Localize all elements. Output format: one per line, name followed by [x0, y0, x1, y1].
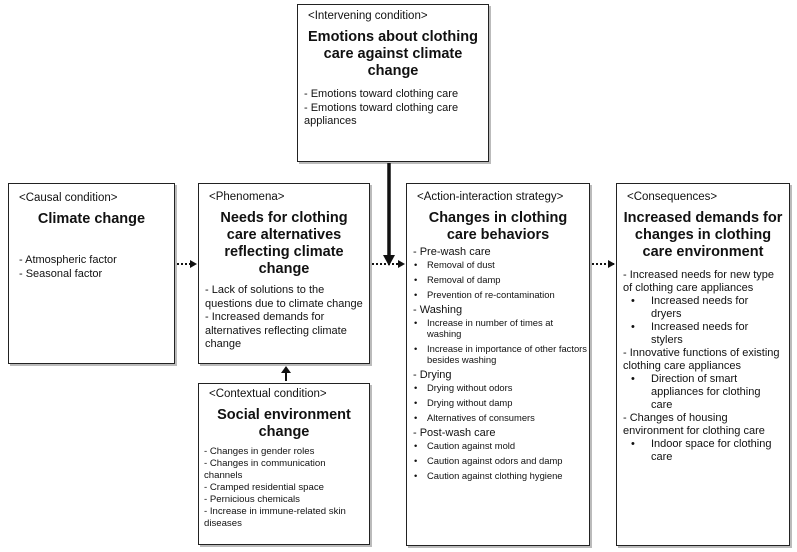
list-item: - Changes in communication channels — [204, 458, 326, 481]
category-label: <Consequences> — [627, 191, 718, 203]
list-item: - Seasonal factor — [19, 267, 103, 280]
sub-list: Increased needs for dryers Increased nee… — [623, 295, 785, 347]
arrow-intervening-head — [383, 255, 395, 266]
item-list: - Atmospheric factor - Seasonal factor — [9, 254, 174, 281]
category-label: <Causal condition> — [19, 192, 118, 204]
arrow-contextual-head — [281, 366, 291, 373]
list-item: - Innovative functions of existing cloth… — [623, 347, 785, 412]
sub-list: Increase in number of times at washing I… — [407, 317, 589, 366]
list-item: - Emotions toward clothing care — [304, 88, 459, 100]
action-interaction-strategy-box: <Action-interaction strategy> Changes in… — [406, 183, 590, 546]
box-title: Increased demands for changes in clothin… — [623, 210, 783, 260]
list-item: - Emotions toward clothing care applianc… — [304, 101, 459, 128]
category-label: <Phenomena> — [209, 191, 285, 203]
category-label: <Intervening condition> — [308, 10, 428, 22]
intervening-condition-box: <Intervening condition> Emotions about c… — [297, 4, 489, 162]
category-label: <Contextual condition> — [209, 388, 327, 400]
list-item: - Increase in immune-related skin diseas… — [204, 506, 346, 529]
list-item: Increase in number of times at washing — [407, 317, 589, 340]
group-label: - Pre-wash care — [413, 246, 491, 258]
group-label: - Changes of housing environment for clo… — [623, 412, 765, 437]
item-list: - Increased needs for new type of clothi… — [617, 269, 789, 464]
sub-list: Drying without odors Drying without damp… — [407, 382, 589, 424]
contextual-condition-box: <Contextual condition> Social environmen… — [198, 383, 370, 545]
list-item: Caution against clothing hygiene — [407, 470, 589, 482]
group-label: - Post-wash care — [413, 427, 496, 440]
sub-list: Direction of smart appliances for clothi… — [623, 373, 785, 412]
sub-list: Indoor space for clothing care — [623, 438, 785, 464]
list-item: - Increased needs for new type of clothi… — [623, 269, 785, 347]
list-item: - Increased demands for alternatives ref… — [205, 311, 347, 350]
list-item: - Pernicious chemicals — [204, 494, 300, 505]
list-item: - Cramped residential space — [204, 482, 324, 493]
list-item: - Changes in gender roles — [204, 446, 315, 457]
list-item: Drying without odors — [407, 382, 589, 394]
item-list: - Lack of solutions to the questions due… — [199, 284, 369, 352]
box-title: Changes in clothing care behaviors — [428, 210, 568, 243]
list-item: Removal of dust — [407, 259, 589, 271]
group-label: - Washing — [413, 303, 463, 316]
list-item: - Changes of housing environment for clo… — [623, 412, 785, 464]
phenomena-box: <Phenomena> Needs for clothing care alte… — [198, 183, 370, 364]
list-item: Indoor space for clothing care — [623, 438, 781, 464]
item-list: - Changes in gender roles - Changes in c… — [199, 446, 369, 530]
list-item: Caution against odors and damp — [407, 455, 589, 467]
list-item: Caution against mold — [407, 440, 589, 452]
category-label: <Action-interaction strategy> — [417, 191, 564, 203]
sub-list: Removal of dust Removal of damp Preventi… — [407, 259, 589, 301]
list-item: - Atmospheric factor — [19, 254, 117, 266]
group-label: - Increased needs for new type of clothi… — [623, 269, 775, 294]
item-list: - Emotions toward clothing care - Emotio… — [298, 88, 488, 129]
consequences-box: <Consequences> Increased demands for cha… — [616, 183, 790, 546]
list-item: Prevention of re-contamination — [407, 289, 589, 301]
sub-list: Caution against mold Caution against odo… — [407, 440, 589, 482]
list-item: Removal of damp — [407, 274, 589, 286]
box-title: Social environment change — [217, 407, 351, 440]
group-label: - Drying — [413, 369, 452, 382]
list-item: Alternatives of consumers — [407, 412, 589, 424]
list-item: Drying without damp — [407, 397, 589, 409]
group-label: - Innovative functions of existing cloth… — [623, 347, 780, 372]
list-item: Increase in importance of other factors … — [407, 343, 589, 366]
box-title: Emotions about clothing care against cli… — [308, 29, 478, 79]
box-title: Climate change — [37, 211, 146, 227]
box-title: Needs for clothing care alternatives ref… — [220, 210, 348, 277]
list-item: Direction of smart appliances for clothi… — [623, 373, 781, 412]
list-item: Increased needs for dryers — [623, 295, 781, 321]
causal-condition-box: <Causal condition> Climate change - Atmo… — [8, 183, 175, 364]
list-item: Increased needs for stylers — [623, 321, 781, 347]
list-item: - Lack of solutions to the questions due… — [205, 284, 363, 310]
